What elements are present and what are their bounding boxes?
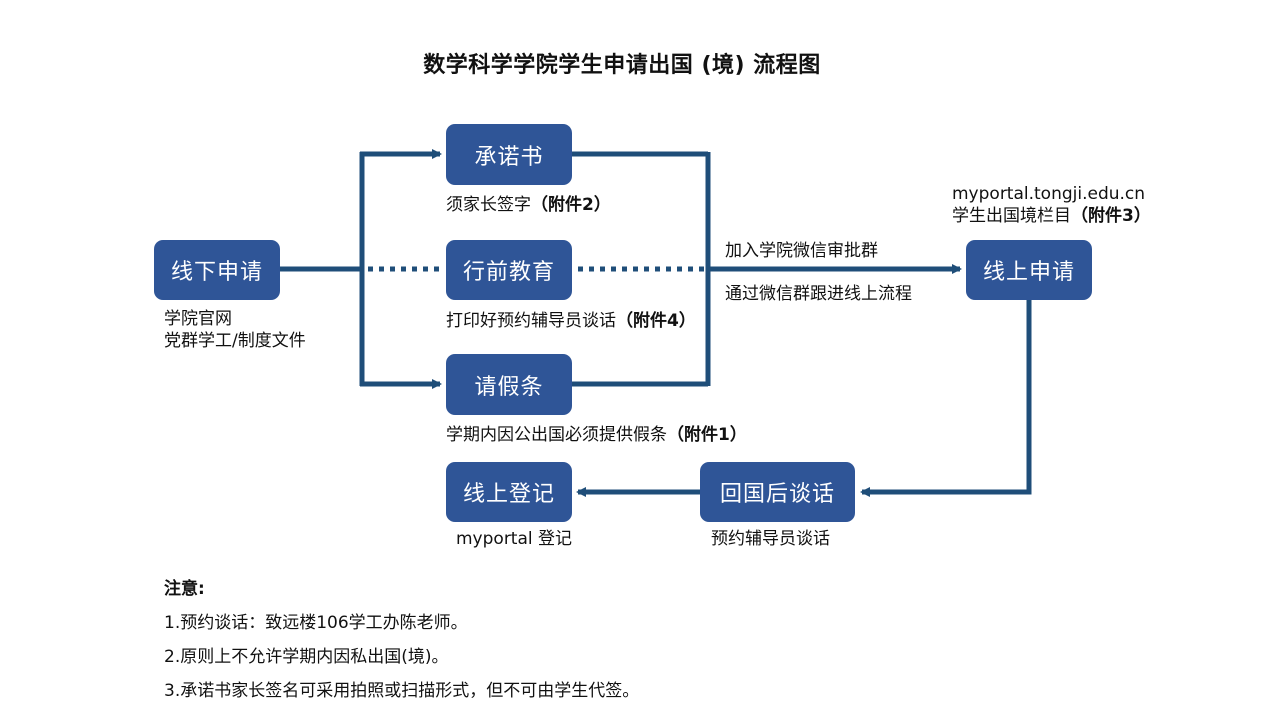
- note-item: 1.预约谈话：致远楼106学工办陈老师。: [164, 613, 468, 633]
- commitment-note-text: 须家长签字: [446, 195, 531, 215]
- portal-note: myportal.tongji.edu.cn 学生出国境栏目（附件3）: [952, 183, 1151, 227]
- node-online-apply: 线上申请: [966, 240, 1092, 300]
- node-leave-request: 请假条: [446, 354, 572, 415]
- notes-heading: 注意:: [164, 579, 205, 599]
- leave-note: 学期内因公出国必须提供假条（附件1）: [446, 424, 747, 446]
- leave-note-text: 学期内因公出国必须提供假条: [446, 425, 667, 445]
- node-offline-apply: 线下申请: [154, 240, 280, 300]
- commitment-attachment: （附件2）: [531, 195, 611, 215]
- footer-notes: 注意: 1.预约谈话：致远楼106学工办陈老师。 2.原则上不允许学期内因私出国…: [164, 572, 639, 708]
- node-return-talk: 回国后谈话: [700, 462, 855, 522]
- online-register-note: myportal 登记: [456, 529, 573, 549]
- offline-apply-note: 学院官网 党群学工/制度文件: [164, 308, 306, 352]
- node-online-register: 线上登记: [446, 462, 572, 522]
- note-item: 2.原则上不允许学期内因私出国(境)。: [164, 647, 449, 667]
- pre-trip-note: 打印好预约辅导员谈话（附件4）: [446, 310, 696, 332]
- note-item: 3.承诺书家长签名可采用拍照或扫描形式，但不可由学生代签。: [164, 681, 640, 701]
- offline-apply-note-line1: 学院官网: [164, 309, 232, 329]
- portal-section-line: 学生出国境栏目（附件3）: [952, 205, 1151, 227]
- leave-attachment: （附件1）: [667, 425, 747, 445]
- portal-url: myportal.tongji.edu.cn: [952, 184, 1146, 204]
- page-title: 数学科学学院学生申请出国 (境) 流程图: [423, 53, 821, 78]
- offline-apply-note-line2: 党群学工/制度文件: [164, 331, 306, 351]
- pre-trip-attachment: （附件4）: [616, 311, 696, 331]
- return-talk-note: 预约辅导员谈话: [711, 529, 830, 549]
- merge-note-top: 加入学院微信审批群: [725, 241, 878, 261]
- merge-note-bottom: 通过微信群跟进线上流程: [725, 284, 912, 304]
- node-commitment: 承诺书: [446, 124, 572, 185]
- commitment-note: 须家长签字（附件2）: [446, 194, 611, 216]
- pre-trip-note-text: 打印好预约辅导员谈话: [446, 311, 616, 331]
- portal-section-text: 学生出国境栏目: [952, 206, 1071, 226]
- portal-attachment: （附件3）: [1071, 206, 1151, 226]
- node-pre-trip-education: 行前教育: [446, 240, 572, 300]
- arrow-to-return-talk: [860, 300, 1032, 497]
